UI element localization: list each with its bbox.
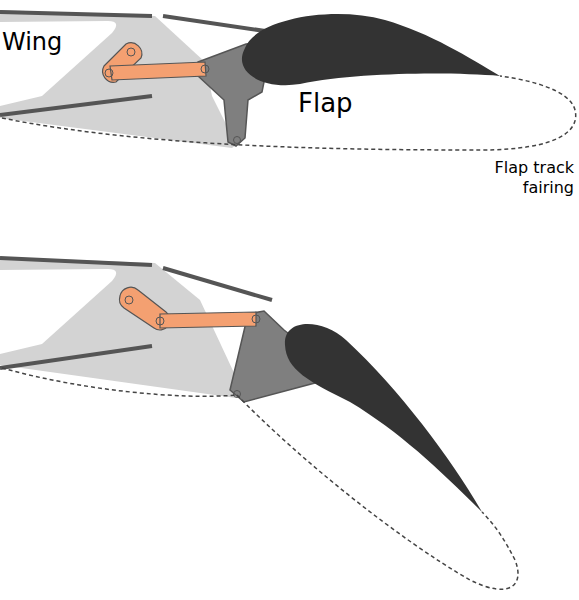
push-rod: [110, 62, 206, 80]
spoiler-skin: [163, 268, 272, 300]
fairing-label: Flap track fairing: [470, 158, 574, 198]
upper-skin: [0, 258, 152, 265]
pivot: [201, 65, 209, 73]
rib-cutout: [0, 21, 116, 106]
actuator-linkage: [103, 43, 206, 82]
retracted-flap: [0, 10, 576, 150]
extended-flap: [0, 257, 518, 589]
flap-section: [242, 14, 500, 85]
fairing-outline: [2, 76, 576, 150]
pivot: [127, 48, 135, 56]
fairing-outline: [237, 395, 518, 589]
rib-cutout: [0, 269, 116, 354]
pivot: [252, 315, 260, 323]
lower-skin: [0, 96, 152, 115]
pivot: [234, 137, 241, 144]
pivot: [105, 69, 113, 77]
lower-skin: [0, 346, 152, 368]
upper-skin: [0, 12, 152, 16]
wing-label: Wing: [2, 27, 62, 57]
crank: [120, 287, 170, 330]
fairing-outline: [2, 368, 237, 396]
actuator-linkage: [120, 287, 256, 330]
spoiler-skin: [163, 16, 272, 32]
pivot: [125, 296, 133, 304]
flap-section: [285, 324, 482, 512]
push-rod: [160, 312, 256, 328]
pivot: [156, 317, 164, 325]
flap-label: Flap: [298, 87, 353, 120]
